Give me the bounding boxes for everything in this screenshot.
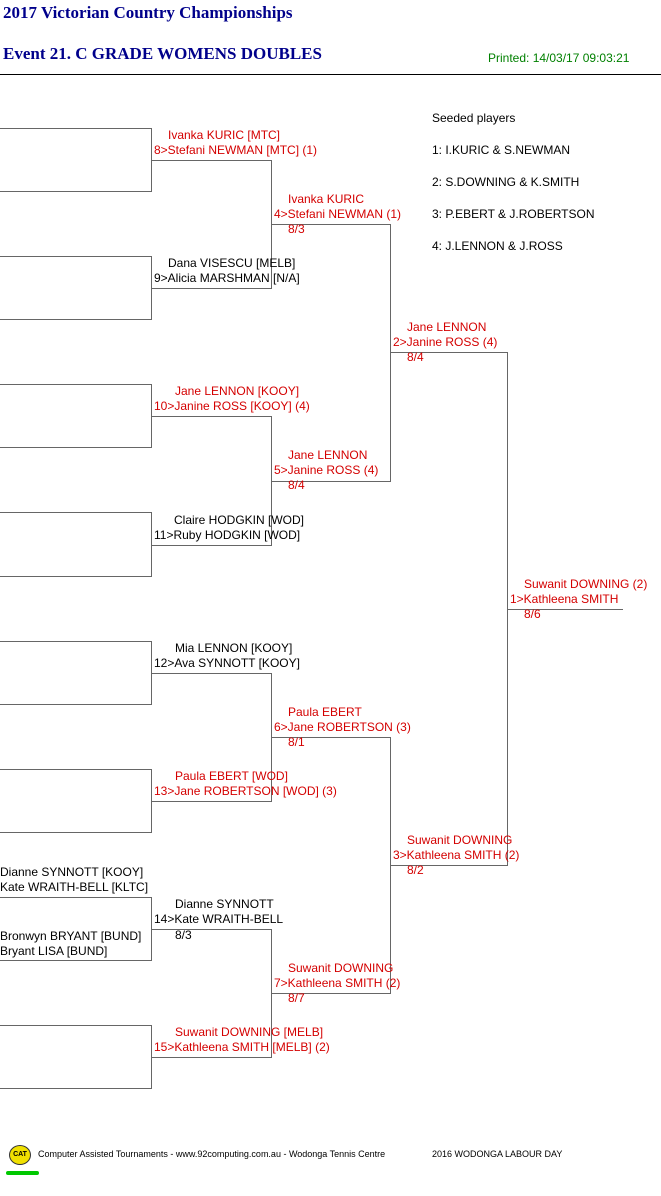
footer-credit: Computer Assisted Tournaments - www.92co… — [38, 1149, 386, 1159]
entry-m8-a: Bronwyn BRYANT [BUND] — [0, 929, 142, 943]
r3-m1-name-a: Jane LENNON — [407, 320, 487, 334]
event-title: Event 21. C GRADE WOMENS DOUBLES — [3, 44, 322, 63]
seed-item-2: 2: S.DOWNING & K.SMITH — [432, 175, 580, 189]
r3-m1-name-b: 2>Janine ROSS (4) — [393, 335, 498, 349]
header-divider — [0, 74, 661, 75]
r1-m7-score: 8/3 — [175, 928, 192, 942]
r2-m2-name-b: 5>Janine ROSS (4) — [274, 463, 379, 477]
r2-m4-score: 8/7 — [288, 991, 305, 1005]
seed-item-3: 3: P.EBERT & J.ROBERTSON — [432, 207, 595, 221]
r2-m3-score: 8/1 — [288, 735, 305, 749]
r3-m2-name-a: Suwanit DOWNING — [407, 833, 513, 847]
r2-m2-name-a: Jane LENNON — [288, 448, 368, 462]
r1-m4-name-b: 11>Ruby HODGKIN [WOD] — [154, 528, 301, 542]
r1-m6-name-b: 13>Jane ROBERTSON [WOD] (3) — [154, 784, 337, 798]
r1-m7-name-a: Dianne SYNNOTT — [175, 897, 274, 911]
r1-m4-name-a: Claire HODGKIN [WOD] — [174, 513, 305, 527]
r2-m1-name-b: 4>Stefani NEWMAN (1) — [274, 207, 402, 221]
r1-m5-name-a: Mia LENNON [KOOY] — [175, 641, 293, 655]
r2-m1-score: 8/3 — [288, 222, 305, 236]
r2-m4-name-b: 7>Kathleena SMITH (2) — [274, 976, 401, 990]
printed-timestamp: Printed: 14/03/17 09:03:21 — [488, 51, 630, 65]
r2-m3-name-a: Paula EBERT — [288, 705, 362, 719]
r2-m4-name-a: Suwanit DOWNING — [288, 961, 394, 975]
r3-m2-name-b: 3>Kathleena SMITH (2) — [393, 848, 520, 862]
r1-m2-name-b: 9>Alicia MARSHMAN [N/A] — [154, 271, 300, 285]
r1-m5-name-b: 12>Ava SYNNOTT [KOOY] — [154, 656, 300, 670]
r1-m1-name-b: 8>Stefani NEWMAN [MTC] (1) — [154, 143, 318, 157]
r2-m3-name-b: 6>Jane ROBERTSON (3) — [274, 720, 411, 734]
entry-m8-b: Bryant LISA [BUND] — [0, 944, 108, 958]
footer-event: 2016 WODONGA LABOUR DAY — [432, 1149, 563, 1159]
r2-m2-score: 8/4 — [288, 478, 305, 492]
logo-underline — [6, 1171, 39, 1175]
r3-m1-score: 8/4 — [407, 350, 424, 364]
seed-item-4: 4: J.LENNON & J.ROSS — [432, 239, 563, 253]
final-name-a: Suwanit DOWNING (2) — [524, 577, 648, 591]
entry-m7-a: Dianne SYNNOTT [KOOY] — [0, 865, 144, 879]
entry-m7-b: Kate WRAITH-BELL [KLTC] — [0, 880, 149, 894]
r2-m1-name-a: Ivanka KURIC — [288, 192, 365, 206]
seed-item-1: 1: I.KURIC & S.NEWMAN — [432, 143, 571, 157]
r1-m7-name-b: 14>Kate WRAITH-BELL — [154, 912, 284, 926]
final-score: 8/6 — [524, 607, 541, 621]
seeds-title: Seeded players — [432, 111, 516, 125]
r1-m3-name-a: Jane LENNON [KOOY] — [175, 384, 300, 398]
r1-m6-name-a: Paula EBERT [WOD] — [175, 769, 288, 783]
page-title: 2017 Victorian Country Championships — [3, 3, 293, 22]
r1-m1-name-a: Ivanka KURIC [MTC] — [168, 128, 281, 142]
r1-m8-name-a: Suwanit DOWNING [MELB] — [175, 1025, 324, 1039]
r3-m2-score: 8/2 — [407, 863, 424, 877]
r1-m8-name-b: 15>Kathleena SMITH [MELB] (2) — [154, 1040, 330, 1054]
cat-logo-icon: CAT — [9, 1145, 31, 1165]
r1-m2-name-a: Dana VISESCU [MELB] — [168, 256, 296, 270]
r1-m3-name-b: 10>Janine ROSS [KOOY] (4) — [154, 399, 310, 413]
final-name-b: 1>Kathleena SMITH — [510, 592, 619, 606]
